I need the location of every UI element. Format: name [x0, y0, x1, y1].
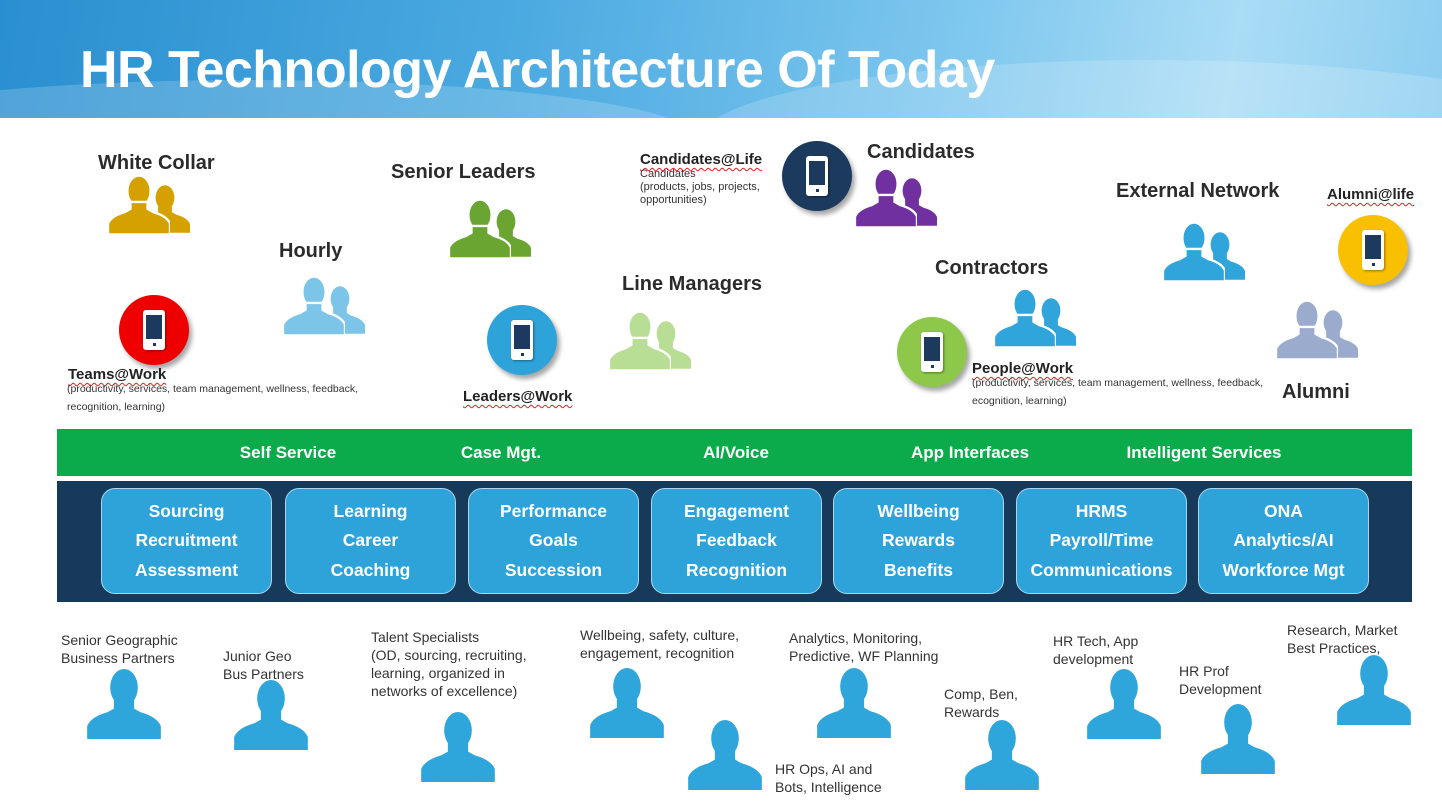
people-pair-icon [994, 287, 1076, 349]
person-icon [1337, 655, 1411, 725]
alumni-at-life-app-button[interactable] [1338, 215, 1408, 285]
teams-at-work-desc: (productivity, services, team management… [67, 383, 359, 413]
hr-role-label: Wellbeing, safety, culture,engagement, r… [580, 627, 740, 661]
leaders-at-work-app-button[interactable] [487, 305, 557, 375]
group-label-senior-leaders: Senior Leaders [391, 161, 536, 183]
candidates-at-life-app-button[interactable] [782, 141, 852, 211]
channel-bar [57, 429, 1412, 476]
person-icon [817, 668, 891, 738]
group-label-white-collar: White Collar [98, 152, 215, 174]
people-pair-icon [1276, 299, 1358, 361]
people-pair-icon [1163, 221, 1245, 283]
group-label-contractors: Contractors [935, 257, 1049, 279]
person-icon [1201, 704, 1275, 774]
mobile-phone-icon [921, 332, 943, 372]
people-pair-icon [283, 275, 365, 337]
page-title: HR Technology Architecture Of Today [80, 41, 995, 99]
person-icon [234, 680, 308, 750]
channel-intelligent-services: Intelligent Services [1126, 443, 1282, 462]
channel-case-mgt: Case Mgt. [460, 443, 542, 462]
leaders-at-work-label: Leaders@Work [463, 388, 573, 405]
mobile-phone-icon [511, 320, 533, 360]
people-at-work-desc: (productivity, services, team management… [972, 377, 1264, 407]
hr-role-label: Analytics, Monitoring,Predictive, WF Pla… [789, 630, 939, 664]
group-label-alumni: Alumni [1282, 381, 1350, 403]
candidates-at-life-desc: Candidates(products, jobs, projects,oppo… [640, 168, 760, 206]
people-pair-icon [449, 198, 531, 260]
people-at-work-app-button[interactable] [897, 317, 967, 387]
group-label-hourly: Hourly [279, 240, 343, 262]
person-icon [1087, 669, 1161, 739]
mobile-phone-icon [1362, 230, 1384, 270]
person-icon [87, 669, 161, 739]
group-label-candidates: Candidates [867, 141, 975, 163]
person-icon [688, 720, 762, 790]
teams-at-work-label: Teams@Work [68, 366, 167, 383]
person-icon [590, 668, 664, 738]
people-at-work-label: People@Work [972, 360, 1074, 377]
hr-role-label: Comp, Ben,Rewards [944, 686, 1018, 720]
channel-self-service: Self Service [239, 443, 337, 462]
mobile-phone-icon [143, 310, 165, 350]
alumni-at-life-label: Alumni@life [1327, 186, 1415, 203]
teams-at-work-app-button[interactable] [119, 295, 189, 365]
mobile-phone-icon [806, 156, 828, 196]
group-label-external-network: External Network [1116, 180, 1280, 202]
people-pair-icon [609, 310, 691, 372]
people-pair-icon [855, 167, 937, 229]
candidates-at-life-label: Candidates@Life [640, 151, 763, 168]
header-banner [0, 0, 1442, 118]
channel-ai-voice: AI/Voice [703, 443, 769, 462]
person-icon [965, 720, 1039, 790]
person-icon [421, 712, 495, 782]
channel-app-interfaces: App Interfaces [910, 443, 1030, 462]
group-label-line-managers: Line Managers [622, 273, 763, 295]
people-pair-icon [108, 174, 190, 236]
hr-role-label: Talent Specialists(OD, sourcing, recruit… [371, 629, 527, 699]
